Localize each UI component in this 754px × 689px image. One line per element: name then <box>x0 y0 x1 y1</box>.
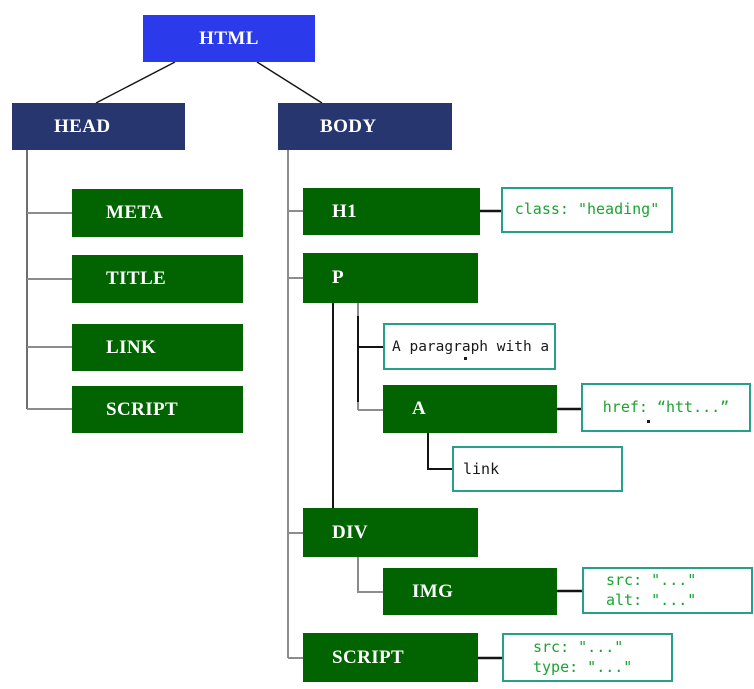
annotation-img-attrs-line2: alt: "..." <box>606 590 697 609</box>
annotation-script-attrs-line1: src: "..." <box>533 638 624 656</box>
node-div: DIV <box>303 508 478 557</box>
node-head-label: HEAD <box>54 115 111 137</box>
node-h1-label: H1 <box>332 200 358 222</box>
annotation-h1-attrs-line1: class: "heading" <box>514 200 660 219</box>
annotation-script-attrs: src: "..." type: "..." <box>502 633 673 682</box>
node-div-label: DIV <box>332 521 369 543</box>
node-title-label: TITLE <box>106 268 167 289</box>
text-node-paragraph-value: A paragraph with a <box>392 338 550 355</box>
node-script-body: SCRIPT <box>303 633 478 682</box>
node-meta: META <box>72 189 243 237</box>
node-p: P <box>303 253 478 303</box>
node-img-label: IMG <box>412 580 454 602</box>
node-a-label: A <box>412 398 427 419</box>
annotation-a-attrs-line1: href: “htt...” <box>602 397 730 416</box>
text-node-link-value: link <box>463 460 500 478</box>
node-script-head-label: SCRIPT <box>106 398 179 420</box>
node-link: LINK <box>72 324 243 371</box>
annotation-img-attrs-line1: src: "..." <box>606 571 697 589</box>
annotation-h1-attrs: class: "heading" <box>501 187 673 233</box>
node-body-label: BODY <box>320 115 377 137</box>
node-body: BODY <box>278 103 452 150</box>
node-a: A <box>383 385 557 433</box>
node-img: IMG <box>383 568 557 615</box>
truncation-dot <box>464 357 467 360</box>
node-meta-label: META <box>106 202 164 223</box>
annotation-img-attrs: src: "..." alt: "..." <box>582 567 753 614</box>
annotation-script-attrs-line2: type: "..." <box>533 657 633 676</box>
truncation-dot <box>647 420 650 423</box>
node-html-label: HTML <box>199 27 259 49</box>
node-html: HTML <box>143 15 315 62</box>
edge-line <box>95 61 176 104</box>
node-head: HEAD <box>12 103 185 150</box>
edge-line <box>427 433 452 470</box>
text-node-paragraph: A paragraph with a <box>383 323 556 370</box>
edge-line <box>357 557 383 593</box>
node-title: TITLE <box>72 255 243 303</box>
node-script-head: SCRIPT <box>72 386 243 433</box>
node-link-label: LINK <box>106 336 157 358</box>
node-p-label: P <box>332 267 345 288</box>
annotation-a-attrs: href: “htt...” <box>581 383 751 432</box>
node-script-body-label: SCRIPT <box>332 646 405 668</box>
text-node-link: link <box>452 446 623 492</box>
node-h1: H1 <box>303 188 480 235</box>
edge-line <box>256 61 323 104</box>
